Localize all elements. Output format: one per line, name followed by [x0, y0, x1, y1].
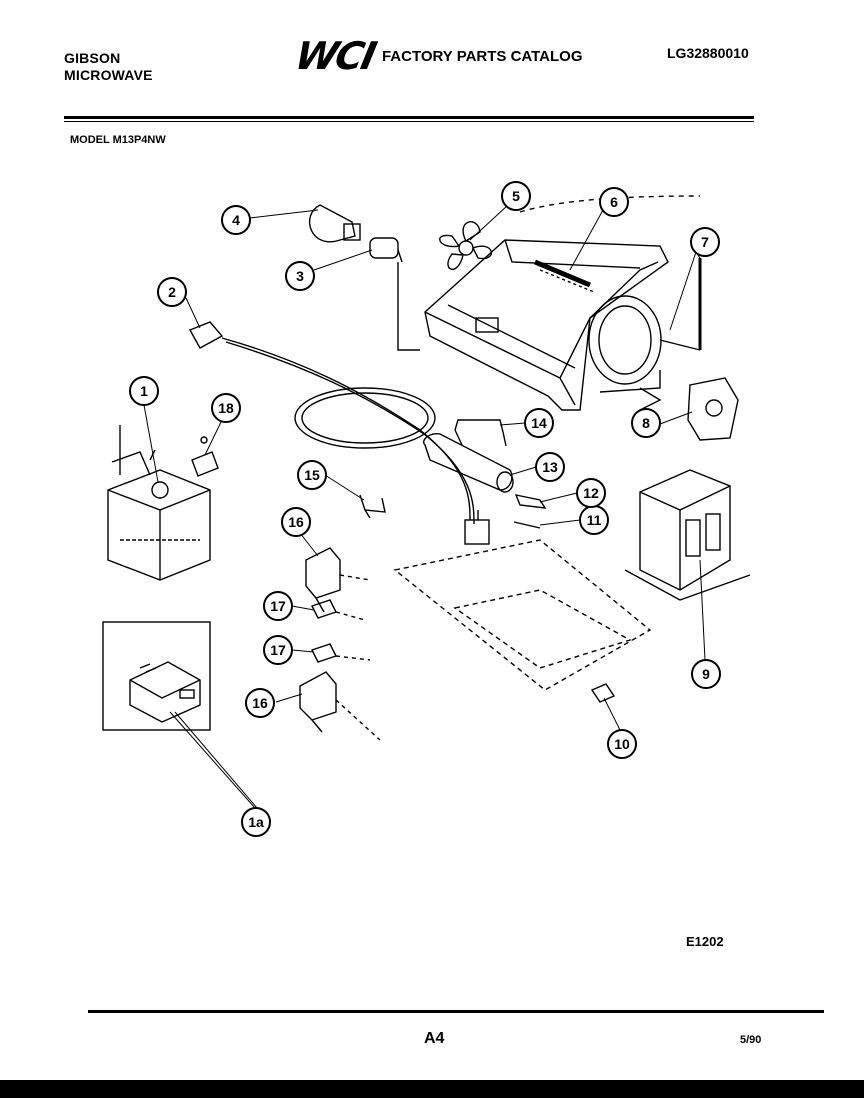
callout-7: 7	[690, 227, 720, 257]
base-plate	[393, 539, 652, 691]
brand-name: GIBSON	[64, 50, 121, 66]
callout-16-upper: 16	[281, 507, 311, 537]
svg-text:5: 5	[512, 188, 520, 204]
switch-actuator-upper	[311, 599, 337, 619]
svg-text:16: 16	[288, 514, 304, 530]
alignment-arc	[519, 195, 701, 213]
callout-2: 2	[157, 277, 187, 307]
svg-text:11: 11	[587, 512, 602, 528]
hv-diode	[514, 494, 547, 509]
hv-transformer	[624, 469, 751, 601]
callout-17-lower: 17	[263, 635, 293, 665]
thermal-cutout	[191, 436, 219, 477]
svg-text:4: 4	[232, 212, 240, 228]
svg-text:6: 6	[610, 194, 618, 210]
svg-text:9: 9	[702, 666, 710, 682]
callout-3: 3	[285, 261, 315, 291]
svg-text:14: 14	[531, 415, 547, 431]
timer-inset-box	[102, 621, 211, 731]
fan-motor	[687, 377, 739, 441]
svg-text:10: 10	[614, 736, 630, 752]
catalog-logo: WCI FACTORY PARTS CATALOG	[291, 34, 583, 78]
svg-text:12: 12	[583, 485, 599, 501]
magnetron	[107, 425, 211, 581]
switch-leaders	[335, 574, 381, 741]
callout-1a: 1a	[241, 807, 271, 837]
svg-text:17: 17	[270, 642, 286, 658]
brand-block: GIBSON MICROWAVE	[64, 50, 153, 84]
callout-10: 10	[607, 729, 637, 759]
callout-9: 9	[691, 659, 721, 689]
revision-date: 5/90	[740, 1034, 762, 1046]
callout-17-upper: 17	[263, 591, 293, 621]
model-number: MODEL M13P4NW	[70, 134, 166, 146]
door-switch-lower	[299, 671, 337, 733]
switch-bracket	[359, 494, 386, 519]
product-type: MICROWAVE	[64, 67, 153, 83]
support-rod	[659, 258, 702, 351]
svg-text:8: 8	[642, 415, 650, 431]
svg-text:17: 17	[270, 598, 286, 614]
svg-text:1a: 1a	[248, 814, 264, 830]
callout-16-lower: 16	[245, 688, 275, 718]
high-voltage-capacitor	[423, 432, 514, 493]
fan-blade	[439, 221, 493, 270]
svg-text:1: 1	[140, 383, 148, 399]
catalog-code: LG32880010	[667, 45, 749, 61]
callout-1: 1	[129, 376, 159, 406]
svg-text:18: 18	[218, 400, 234, 416]
svg-text:3: 3	[296, 268, 304, 284]
svg-text:2: 2	[168, 284, 176, 300]
callout-5: 5	[501, 181, 531, 211]
fuse-holder	[590, 683, 616, 703]
capacitor-bracket	[454, 419, 507, 447]
svg-text:16: 16	[252, 695, 268, 711]
svg-text:13: 13	[542, 459, 558, 475]
callout-15: 15	[297, 460, 327, 490]
fan-shroud-frame	[424, 239, 669, 411]
page-number: A4	[424, 1030, 445, 1047]
callout-12: 12	[576, 478, 606, 508]
callout-leaders	[143, 205, 706, 809]
switch-actuator-lower	[311, 643, 337, 663]
resistor	[513, 521, 541, 529]
callout-14: 14	[524, 408, 554, 438]
diagram-code: E1202	[686, 934, 724, 949]
scan-edge	[0, 1080, 864, 1098]
callout-13: 13	[535, 452, 565, 482]
header-rule	[64, 116, 754, 119]
power-cord	[189, 321, 475, 525]
callout-18: 18	[211, 393, 241, 423]
header-rule-thin	[64, 121, 754, 122]
footer-rule	[88, 1010, 824, 1013]
callout-11: 11	[579, 505, 609, 535]
svg-text:7: 7	[701, 234, 709, 250]
callouts: 1 1a 2 3 4 5 6 7 8 9 10 11 12 13 14 15 1…	[129, 181, 721, 837]
door-switch-upper	[305, 547, 341, 613]
callout-6: 6	[599, 187, 629, 217]
svg-text:15: 15	[304, 467, 320, 483]
callout-8: 8	[631, 408, 661, 438]
catalog-title: FACTORY PARTS CATALOG	[381, 47, 583, 65]
lamp-socket	[369, 237, 420, 351]
interlock-switch-center	[464, 510, 490, 545]
callout-4: 4	[221, 205, 251, 235]
